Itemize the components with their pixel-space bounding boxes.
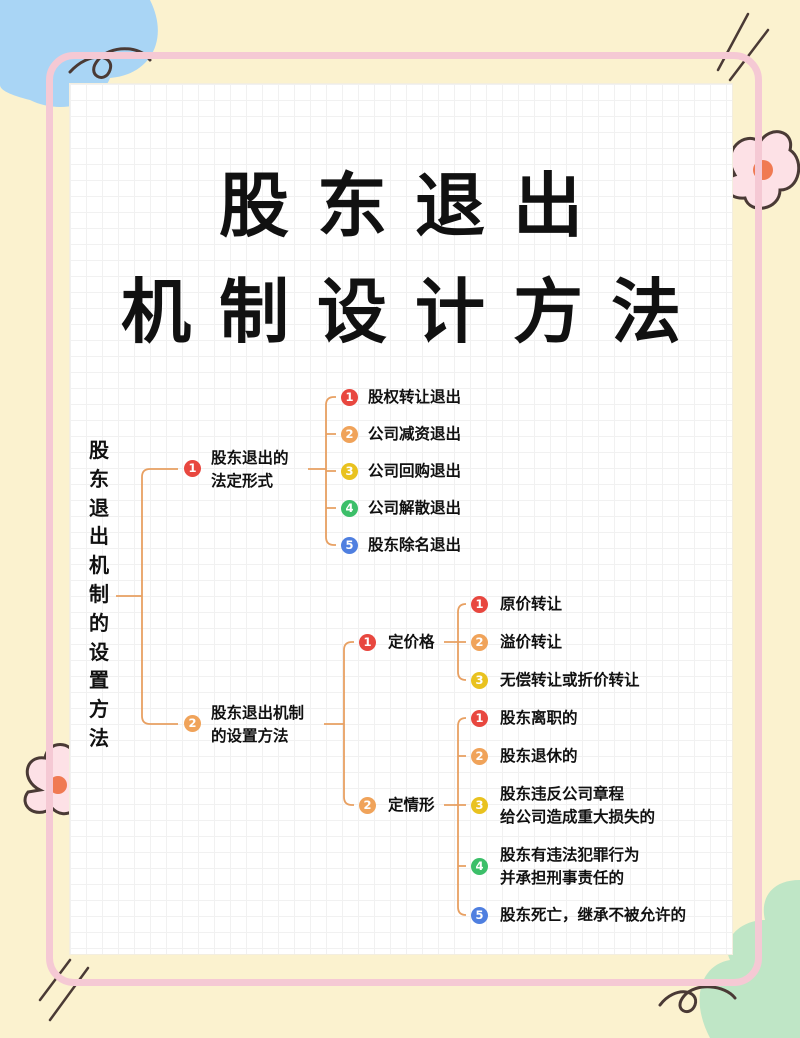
situation-leaf-1-badge: 1	[471, 710, 488, 727]
legal-form-1-label: 股权转让退出	[368, 388, 462, 406]
pink-frame	[46, 52, 762, 986]
legal-form-5-label: 股东除名退出	[368, 536, 462, 554]
branch-2-label-line-1: 股东退出机制	[211, 704, 305, 722]
situation-leaf-1-label: 股东离职的	[500, 709, 578, 727]
price-leaf-3-badge: 3	[471, 672, 488, 689]
legal-form-3-label: 公司回购退出	[368, 462, 462, 480]
price-leaf-2-badge: 2	[471, 634, 488, 651]
root-label: 股东退出机制的设置方法	[89, 438, 109, 750]
flower-decoration	[724, 130, 800, 210]
squiggle-decoration	[658, 985, 737, 1014]
branch-1-badge: 1	[184, 460, 201, 477]
situation-leaf-2-label: 股东退休的	[500, 747, 578, 765]
content-card	[70, 84, 732, 954]
situation-leaf-3-badge: 3	[471, 797, 488, 814]
branch-2-label-line-2: 的设置方法	[211, 727, 289, 745]
price-leaf-1-label: 原价转让	[500, 595, 563, 613]
situation-leaf-4-label-line-1: 股东有违法犯罪行为	[500, 846, 640, 864]
branch-1-label-line-1: 股东退出的	[211, 449, 289, 467]
situation-leaf-2-badge: 2	[471, 748, 488, 765]
situation-node-badge: 2	[359, 797, 376, 814]
price-connector	[444, 603, 467, 681]
price-node-label: 定价格	[388, 633, 435, 651]
legal-form-4-badge: 4	[341, 500, 358, 517]
price-node-badge: 1	[359, 634, 376, 651]
root-connector	[116, 468, 178, 725]
legal-form-4-label: 公司解散退出	[368, 499, 462, 517]
price-leaf-1-badge: 1	[471, 596, 488, 613]
situation-connector	[444, 717, 467, 916]
branch-2-connector	[324, 641, 354, 806]
legal-form-3-badge: 3	[341, 463, 358, 480]
branch-1-label-line-2: 法定形式	[211, 472, 274, 490]
legal-form-5-badge: 5	[341, 537, 358, 554]
page-title-line-1: 股东退出	[219, 164, 611, 247]
slash-decoration	[48, 966, 90, 1022]
situation-leaf-4-badge: 4	[471, 858, 488, 875]
price-leaf-2-label: 溢价转让	[500, 633, 563, 651]
page-title-line-2: 机制设计方法	[121, 270, 709, 353]
price-leaf-3-label: 无偿转让或折价转让	[500, 671, 640, 689]
situation-leaf-4-label-line-2: 并承担刑事责任的	[500, 869, 625, 887]
legal-form-2-label: 公司减资退出	[368, 425, 462, 443]
slash-decoration	[716, 12, 750, 72]
branch-2-badge: 2	[184, 715, 201, 732]
situation-leaf-5-badge: 5	[471, 907, 488, 924]
situation-leaf-5-label: 股东死亡，继承不被允许的	[500, 906, 687, 924]
situation-leaf-3-label-line-2: 给公司造成重大损失的	[500, 808, 656, 826]
branch-1-connector	[308, 396, 336, 546]
legal-form-1-badge: 1	[341, 389, 358, 406]
legal-form-2-badge: 2	[341, 426, 358, 443]
situation-leaf-3-label-line-1: 股东违反公司章程	[500, 785, 625, 803]
situation-node-label: 定情形	[388, 796, 435, 814]
